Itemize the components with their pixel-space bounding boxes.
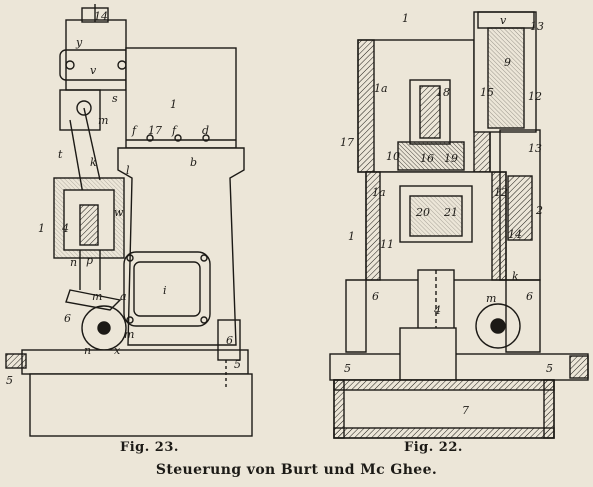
fig23-label: b xyxy=(190,156,197,169)
fig22-label: 1 xyxy=(348,230,355,243)
fig23-label: m xyxy=(92,290,102,303)
fig23-label: k xyxy=(90,156,97,169)
fig22-label: 20 xyxy=(415,206,430,219)
fig22-label: 1a xyxy=(374,82,388,95)
fig23-label: w xyxy=(114,206,124,219)
fig22-label: k xyxy=(512,270,519,283)
fig23-label: 1 xyxy=(38,222,45,235)
fig22-label: 21 xyxy=(443,206,458,219)
fig23-label: m xyxy=(98,114,108,127)
fig23-label: 17 xyxy=(148,124,162,137)
fig22-label: 16 xyxy=(420,152,434,165)
fig-22-label: Fig. 22. xyxy=(404,440,463,455)
fig23-label: 4 xyxy=(61,222,69,235)
fig22-label: 10 xyxy=(386,150,400,163)
fig23-label: 5 xyxy=(6,374,13,387)
fig22-label: m xyxy=(486,292,496,305)
fig22-label: 11 xyxy=(380,238,394,251)
fig22-label: 5 xyxy=(546,362,553,375)
fig22-label: 6 xyxy=(372,290,379,303)
fig23-label: 6 xyxy=(64,312,71,325)
fig22-label: 15 xyxy=(480,86,494,99)
fig22-label: 1 xyxy=(402,12,409,25)
fig23-label: v xyxy=(90,64,97,77)
figure-22-labels: v 1 13 1a 18 15 9 12 17 10 16 19 13 20 2… xyxy=(340,12,553,417)
fig23-label: 1 xyxy=(170,98,177,111)
fig22-label: 19 xyxy=(444,152,458,165)
fig22-label: 6 xyxy=(526,290,533,303)
fig-23-label: Fig. 23. xyxy=(120,440,179,455)
fig23-label: 6 xyxy=(226,334,233,347)
fig23-label: s xyxy=(112,92,118,105)
fig22-label: 13 xyxy=(530,20,544,33)
fig23-label: m xyxy=(124,328,134,341)
fig22-label: 2 xyxy=(535,204,543,217)
fig23-label: i xyxy=(163,284,167,297)
fig23-label: y xyxy=(75,36,83,49)
fig23-label: 14 xyxy=(94,10,108,23)
fig23-label: t xyxy=(58,148,63,161)
fig23-label: n xyxy=(84,344,91,357)
fig22-label: 1a xyxy=(372,186,386,199)
fig23-label: f xyxy=(171,124,178,137)
fig23-label: n xyxy=(70,256,77,269)
fig22-label: 18 xyxy=(436,86,450,99)
fig23-label: p xyxy=(86,254,93,267)
fig23-label: 5 xyxy=(234,358,241,371)
fig23-label: l xyxy=(126,164,130,177)
fig22-label: 7 xyxy=(462,404,469,417)
fig22-label: 12 xyxy=(494,186,508,199)
fig23-label: x xyxy=(114,344,121,357)
fig22-label: 17 xyxy=(340,136,354,149)
fig22-label: 12 xyxy=(528,90,542,103)
figure-23-drawing xyxy=(5,4,253,437)
fig23-label: f xyxy=(131,124,138,137)
figure-caption: Steuerung von Burt und Mc Ghee. xyxy=(155,462,438,478)
fig22-label: v xyxy=(500,14,507,27)
fig23-label: d xyxy=(202,124,209,137)
figure-23-labels: 14 1 y v s m f 17 f d b t k l i w n p m … xyxy=(6,10,241,387)
fig22-label: 14 xyxy=(508,228,522,241)
fig22-label: 9 xyxy=(504,56,511,69)
fig23-label: a xyxy=(120,290,127,303)
fig22-label: 4 xyxy=(433,304,441,317)
fig22-label: 13 xyxy=(528,142,542,155)
fig22-label: 5 xyxy=(344,362,351,375)
figure-22-drawing xyxy=(329,11,589,439)
